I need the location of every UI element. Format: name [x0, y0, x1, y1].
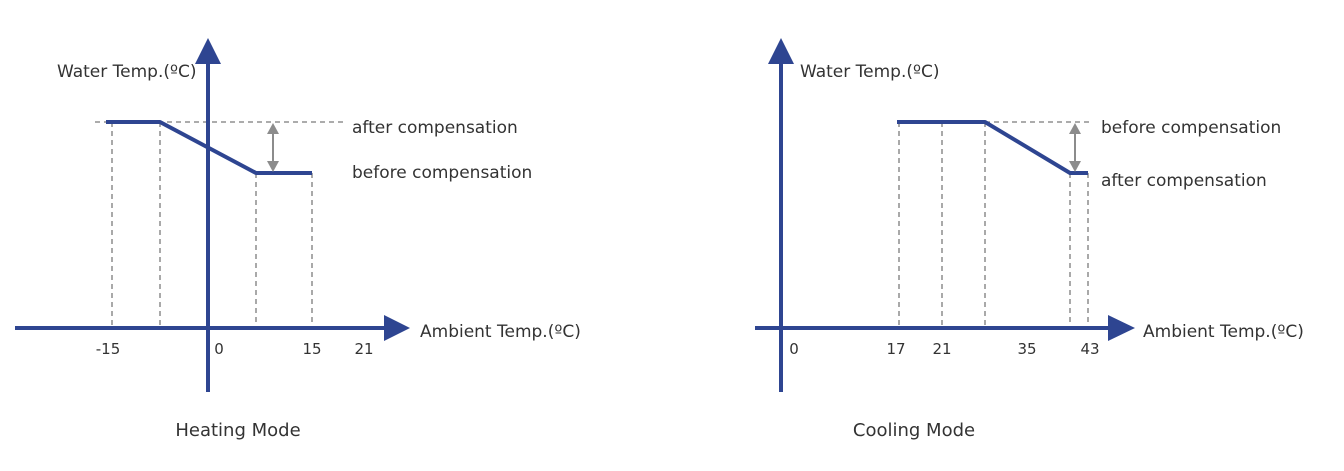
- cooling-mode-caption: Cooling Mode: [853, 420, 975, 441]
- cooling-x-axis-arrowhead: [1108, 315, 1135, 341]
- cooling-panel: Water Temp.(ºC) Ambient Temp.(ºC) before…: [755, 38, 1304, 441]
- cooling-y-axis-label: Water Temp.(ºC): [800, 62, 940, 82]
- heating-compensation-arrowhead-up: [267, 123, 279, 134]
- cooling-tick-label: 35: [1017, 340, 1036, 358]
- heating-tick-label: 15: [302, 340, 321, 358]
- cooling-tick-label: 0: [789, 340, 799, 358]
- cooling-x-axis-label: Ambient Temp.(ºC): [1143, 322, 1304, 342]
- heating-y-axis-label: Water Temp.(ºC): [57, 62, 197, 82]
- cooling-tick-label: 43: [1080, 340, 1099, 358]
- heating-tick-label: 0: [214, 340, 224, 358]
- cooling-y-axis-arrowhead: [768, 38, 794, 64]
- cooling-tick-label: 17: [886, 340, 905, 358]
- heating-panel: Water Temp.(ºC) Ambient Temp.(ºC) after …: [15, 38, 581, 441]
- heating-y-axis-arrowhead: [195, 38, 221, 64]
- cooling-lower-line-label: after compensation: [1101, 171, 1267, 191]
- cooling-upper-line-label: before compensation: [1101, 118, 1281, 138]
- cooling-curve: [897, 120, 1088, 175]
- heating-tick-label: -15: [96, 340, 121, 358]
- cooling-compensation-arrowhead-up: [1069, 123, 1081, 134]
- heating-x-axis-label: Ambient Temp.(ºC): [420, 322, 581, 342]
- cooling-compensation-arrowhead-down: [1069, 161, 1081, 172]
- heating-x-axis-arrowhead: [384, 315, 410, 341]
- cooling-tick-label: 21: [932, 340, 951, 358]
- heating-mode-caption: Heating Mode: [175, 420, 300, 441]
- heating-lower-line-label: before compensation: [352, 163, 532, 183]
- heating-compensation-arrowhead-down: [267, 161, 279, 172]
- heating-tick-label: 21: [354, 340, 373, 358]
- heating-curve: [106, 120, 312, 175]
- heating-upper-line-label: after compensation: [352, 118, 518, 138]
